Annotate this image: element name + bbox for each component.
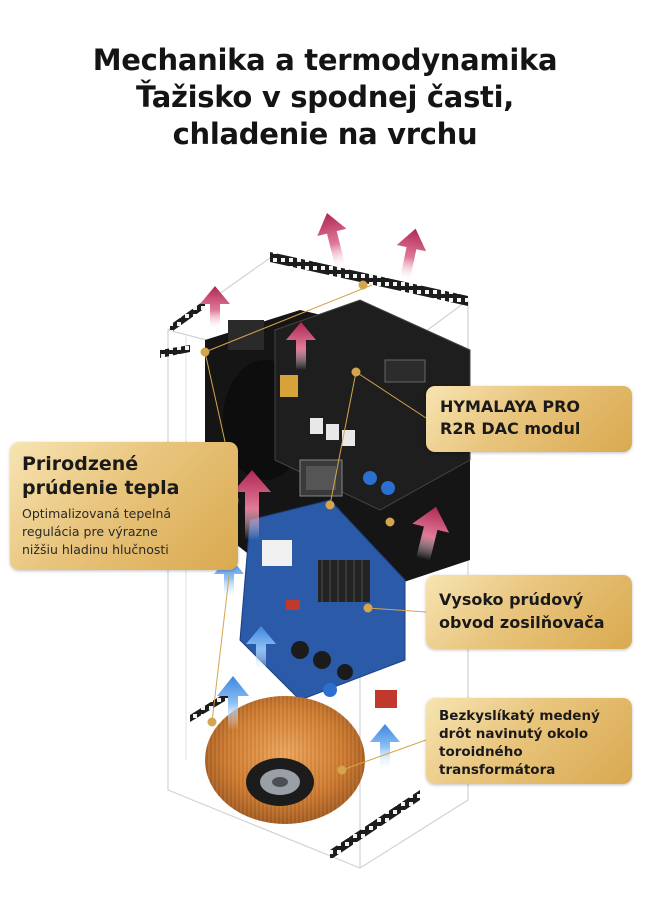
- callout-transformer-line-2: drôt navinutý okolo: [439, 726, 589, 742]
- callout-heat-sub-3: nižšiu hladinu hlučnosti: [22, 542, 169, 557]
- callout-heat-sub-1: Optimalizovaná tepelná: [22, 506, 172, 521]
- title-line-3: chladenie na vrchu: [172, 117, 478, 151]
- callout-transformer-line-4: transformátora: [439, 762, 556, 778]
- callout-transformer-line-1: Bezkyslíkatý medený: [439, 708, 600, 724]
- callout-heat-head-2: prúdenie tepla: [22, 477, 180, 499]
- callout-natural-heat-flow: Prirodzené prúdenie tepla Optimalizovaná…: [10, 442, 238, 570]
- frame-rails: [160, 252, 468, 860]
- callout-heat-sub-2: regulácia pre výrazne: [22, 524, 158, 539]
- title-line-1: Mechanika a termodynamika: [92, 43, 558, 77]
- toroid-transformer: [205, 696, 365, 824]
- callout-dac-line-1: HYMALAYA PRO: [440, 397, 580, 416]
- callout-transformer-line-3: toroidného: [439, 744, 523, 760]
- callout-dac-module: HYMALAYA PRO R2R DAC modul: [426, 386, 632, 452]
- callout-dac-line-2: R2R DAC modul: [440, 419, 581, 438]
- callout-heat-head-1: Prirodzené: [22, 453, 139, 475]
- callout-toroid-transformer: Bezkyslíkatý medený drôt navinutý okolo …: [426, 698, 632, 784]
- callout-heat-description: Optimalizovaná tepelná regulácia pre výr…: [22, 505, 238, 559]
- callout-heat-heading: Prirodzené prúdenie tepla: [22, 452, 238, 500]
- callout-amplifier-circuit: Vysoko prúdový obvod zosilňovača: [426, 575, 632, 649]
- page-title: Mechanika a termodynamika Ťažisko v spod…: [0, 42, 650, 153]
- hot-air-arrows: [200, 212, 450, 561]
- callout-amp-line-2: obvod zosilňovača: [439, 613, 605, 632]
- title-line-2: Ťažisko v spodnej časti,: [136, 80, 514, 114]
- amplifier-board: [239, 499, 406, 708]
- callout-amp-line-1: Vysoko prúdový: [439, 590, 584, 609]
